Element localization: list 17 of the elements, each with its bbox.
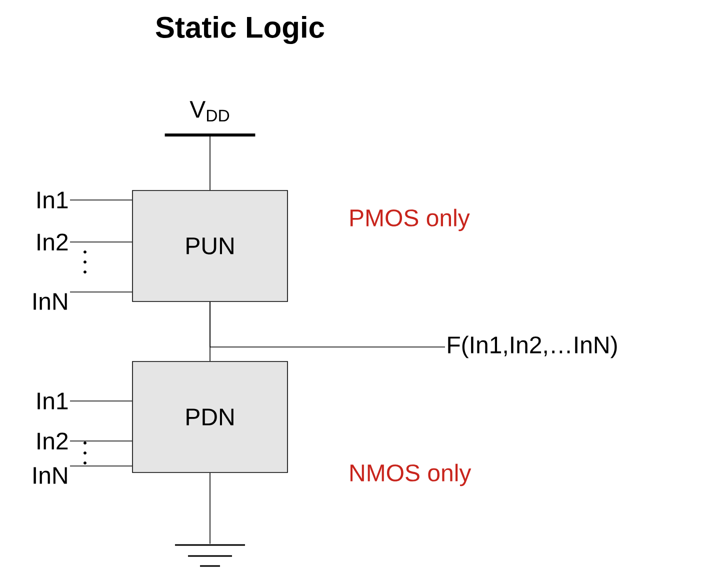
wire: [210, 302, 446, 348]
annotation: NMOS only: [350, 464, 472, 486]
wire: [70, 440, 132, 442]
title: Static Logic: [156, 16, 324, 44]
input-label: In2: [38, 234, 68, 250]
input-label: In1: [38, 192, 68, 208]
annotation: PMOS only: [350, 208, 470, 232]
wire: [70, 400, 132, 402]
input-label: In1: [38, 392, 68, 410]
input-label: InN: [34, 467, 67, 484]
input-label: InN: [34, 293, 67, 310]
network-box: PUN: [132, 190, 288, 302]
output-label: F(In1,In2,…InN): [448, 336, 617, 358]
network-box: PDN: [132, 361, 288, 473]
supply-rail: V$_{DD}$: [164, 101, 256, 136]
input-label: In2: [38, 432, 68, 450]
ground-symbol: [174, 544, 246, 567]
